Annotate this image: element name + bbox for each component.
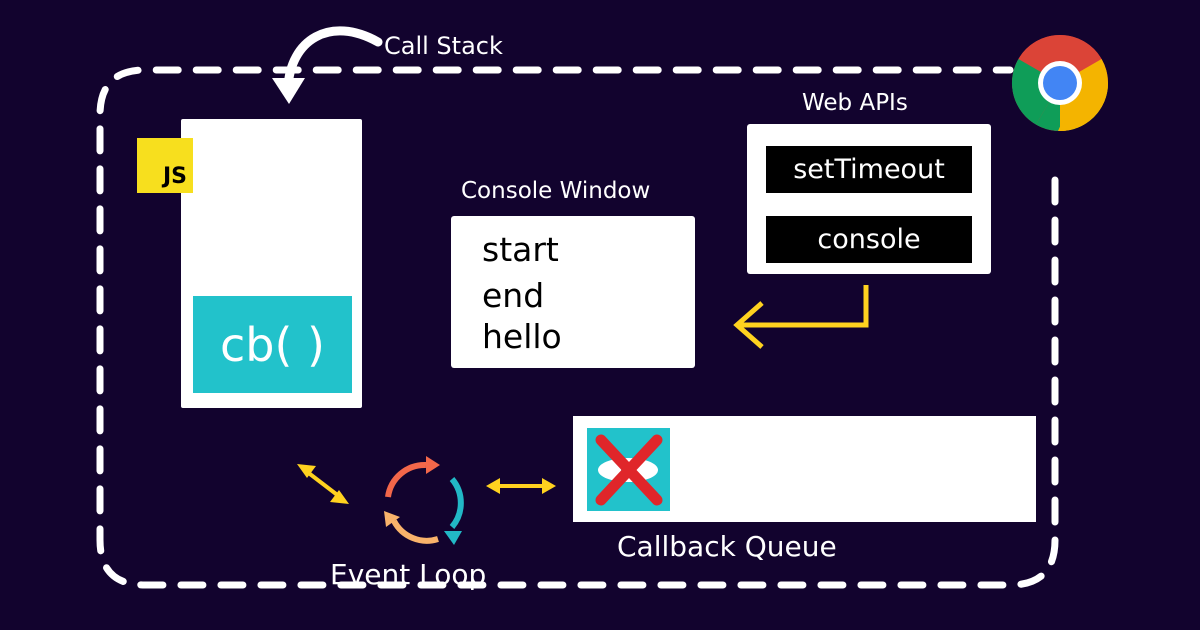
loop-queue-arrow	[486, 478, 556, 494]
callback-queue-label: Callback Queue	[617, 530, 837, 563]
event-loop-cycle-icon	[384, 456, 464, 545]
web-api-settimeout: setTimeout	[766, 146, 972, 193]
console-line: hello	[482, 317, 562, 356]
stack-frame-cb: cb( )	[193, 296, 352, 393]
stack-loop-arrow	[297, 464, 349, 504]
event-loop-label: Event Loop	[330, 558, 487, 591]
return-arrow	[733, 285, 869, 349]
console-line: end	[482, 276, 545, 315]
curved-arrow-icon	[272, 26, 383, 104]
chrome-icon	[1011, 34, 1109, 132]
console-line: start	[482, 230, 559, 269]
js-logo-icon: JS	[137, 138, 193, 193]
console-label: Console Window	[461, 178, 651, 204]
runtime-boundary	[96, 66, 1059, 589]
console-box	[451, 216, 695, 368]
queue-item-removed	[587, 428, 670, 511]
web-apis-label: Web APIs	[802, 90, 908, 116]
cross-icon	[595, 434, 663, 506]
call-stack-label: Call Stack	[384, 32, 503, 60]
web-api-console: console	[766, 216, 972, 263]
